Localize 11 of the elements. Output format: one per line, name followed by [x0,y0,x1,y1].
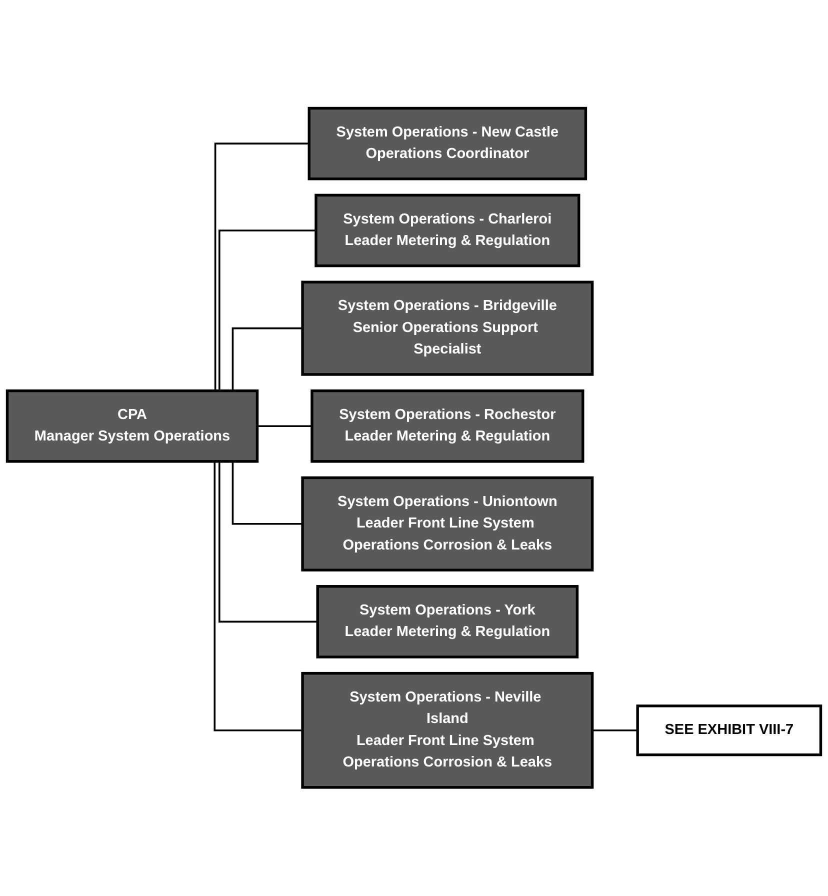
connector [257,425,312,428]
node-box: System Operations - Bridgeville Senior Operations Support Specialist [301,280,594,376]
node-box: System Operations - Rochestor Leader Metering & Regulation [310,390,584,463]
node-box: System Operations - Uniontown Leader Front Line System Operations Corrosion & Leaks [301,476,594,572]
node-box: System Operations - Neville Island Leader Front Line System Operations Corrosion & Leaks [301,672,594,789]
node-box: CPA Manager System Operations [6,390,259,463]
node-box: System Operations - Charleroi Leader Metering & Regulation [314,194,580,268]
node-box: SEE EXHIBIT VIII-7 [636,704,822,756]
connector [592,730,638,732]
node-box: System Operations - New Castle Operations Coordinator [308,107,588,180]
node-box: System Operations - York Leader Metering & Regulation [316,585,579,659]
